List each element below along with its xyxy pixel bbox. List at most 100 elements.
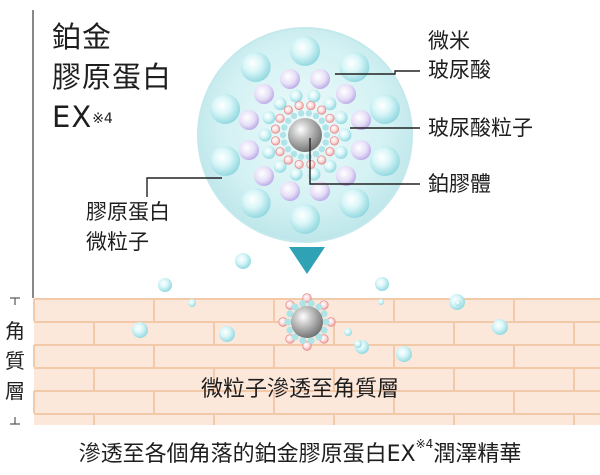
ha-particle (294, 159, 304, 170)
label-ha-particle: 玻尿酸粒子 (428, 116, 533, 140)
collagen-micro-particle (307, 89, 321, 103)
scattered-particle (375, 277, 389, 291)
collagen-micro-particle (323, 97, 337, 111)
collagen-micro-particle (240, 187, 271, 218)
collagen-micro-particle (322, 139, 329, 146)
collagen-micro-particle (305, 153, 313, 160)
collagen-micro-particle (290, 36, 320, 66)
ha-particle (283, 105, 293, 115)
collagen-particle-in-skin (320, 326, 328, 334)
collagen-micro-particle (290, 112, 298, 120)
collagen-micro-particle (339, 187, 370, 218)
collagen-micro-particle (318, 117, 326, 125)
label-micro-ha-2: 玻尿酸 (428, 58, 491, 82)
scattered-particle (219, 326, 235, 342)
micro-ha-particle (238, 140, 259, 161)
callout-lines (146, 70, 420, 197)
stratum-char-2: 質 (5, 349, 25, 373)
collagen-micro-particle (312, 112, 320, 120)
collagen-particle-in-skin (299, 337, 307, 345)
stratum-label: 角 質 層 (5, 316, 25, 406)
ha-particle (275, 113, 285, 123)
scattered-particle (158, 278, 172, 292)
ha-particle (306, 100, 316, 111)
micro-ha-particle (238, 109, 259, 130)
collagen-micro-particle (210, 94, 241, 125)
collagen-micro-particle (262, 111, 276, 125)
collagen-micro-particle (318, 145, 326, 153)
label-collagen-2: 微粒子 (86, 230, 149, 254)
ha-particle (270, 136, 281, 146)
title-line-2: 膠原蛋白 (52, 60, 173, 94)
collagen-particle-in-skin (315, 333, 323, 341)
title-ex: EX (52, 100, 93, 134)
micro-ha-particle (279, 68, 300, 89)
scattered-particle (188, 299, 196, 307)
title-note: ※4 (92, 111, 113, 127)
collagen-micro-particle (262, 145, 276, 159)
collagen-micro-particle (290, 204, 320, 234)
micro-ha-particle (279, 181, 300, 202)
collagen-micro-particle (210, 145, 241, 176)
collagen-micro-particle (369, 94, 400, 125)
collagen-micro-particle (339, 52, 370, 83)
scattered-particle (492, 319, 508, 335)
stratum-bracket (10, 297, 20, 425)
platinum-colloid (288, 118, 322, 152)
collagen-micro-particle (369, 145, 400, 176)
scattered-particle (235, 253, 251, 269)
collagen-micro-particle (284, 145, 292, 153)
ha-particle (275, 147, 285, 157)
platinum-in-skin (291, 306, 323, 338)
scattered-particle (378, 299, 384, 305)
stratum-char-1: 角 (5, 319, 25, 343)
bottom-caption: 滲透至各個角落的鉑金膠原蛋白EX※4潤澤精華 (0, 436, 600, 468)
outer-particles (132, 253, 508, 362)
micro-ha-particle (336, 83, 357, 104)
collagen-particle-in-skin (315, 303, 323, 311)
micro-ha-particle (336, 166, 357, 187)
ha-particle (294, 100, 304, 111)
collagen-particle-in-skin (299, 299, 307, 307)
collagen-micro-particle (279, 131, 287, 139)
ha-particle (317, 105, 327, 115)
collagen-particle-in-skin (291, 333, 299, 341)
title-line-1: 鉑金 (52, 20, 113, 54)
collagen-particle-in-skin (322, 318, 330, 326)
collagen-micro-particle (240, 52, 271, 83)
collagen-particle-in-skin (307, 337, 315, 345)
down-arrow (289, 247, 325, 274)
scattered-particle (396, 346, 412, 362)
collagen-micro-particle (322, 124, 329, 131)
ha-particle (325, 113, 335, 123)
collagen-micro-particle (289, 167, 303, 181)
ha-particle (325, 147, 335, 157)
collagen-micro-particle (305, 110, 313, 117)
label-micro-ha-1: 微米 (428, 29, 470, 53)
scattered-particle (132, 322, 148, 338)
label-collagen-1: 膠原蛋白 (86, 200, 170, 224)
collagen-particle-in-skin (320, 310, 328, 318)
scattered-particle (344, 328, 352, 336)
ha-particle (283, 155, 293, 165)
penetration-text: 微粒子滲透至角質層 (200, 377, 399, 402)
collagen-particle-in-skin (284, 318, 292, 326)
collagen-micro-particle (281, 124, 288, 131)
collagen-particle-in-skin (286, 310, 294, 318)
stratum-char-3: 層 (5, 379, 25, 403)
collagen-micro-particle (323, 131, 331, 139)
micro-ha-particle (310, 68, 331, 89)
collagen-micro-particle (334, 145, 348, 159)
collagen-micro-particle (281, 139, 288, 146)
title-line-3: EX※4 (52, 98, 113, 136)
micro-ha-particle (351, 140, 372, 161)
collagen-micro-particle (290, 150, 298, 158)
collagen-micro-particle (297, 110, 305, 117)
collagen-micro-particle (338, 128, 352, 142)
collagen-micro-particle (258, 128, 272, 142)
micro-ha-particle (310, 181, 331, 202)
caption-tail: 潤澤精華 (433, 442, 522, 467)
ha-particle (317, 155, 327, 165)
collagen-particle-in-skin (291, 303, 299, 311)
